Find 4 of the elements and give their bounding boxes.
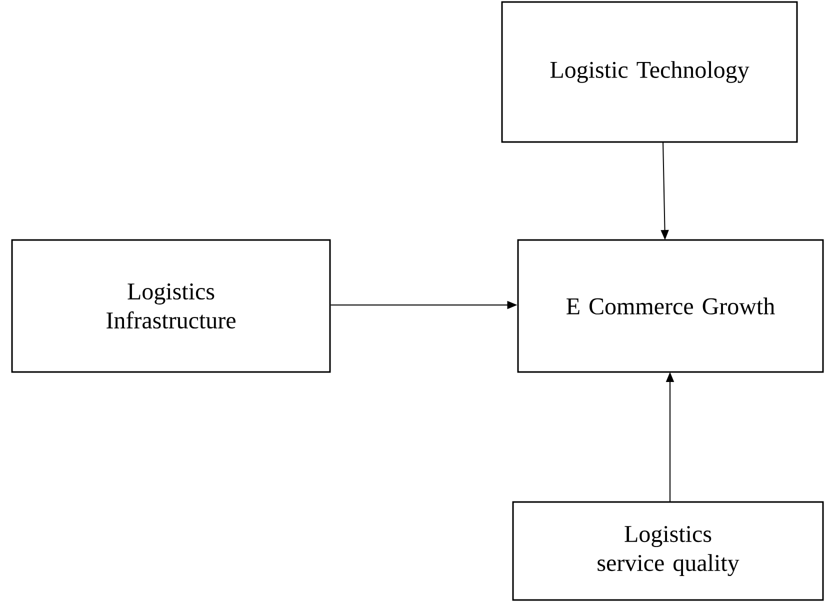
box: Logistics service quality <box>512 501 824 601</box>
box: Logistics Infrastructure <box>11 239 331 373</box>
box: E Commerce Growth <box>517 239 824 373</box>
box: Logistic Technology <box>501 1 798 143</box>
